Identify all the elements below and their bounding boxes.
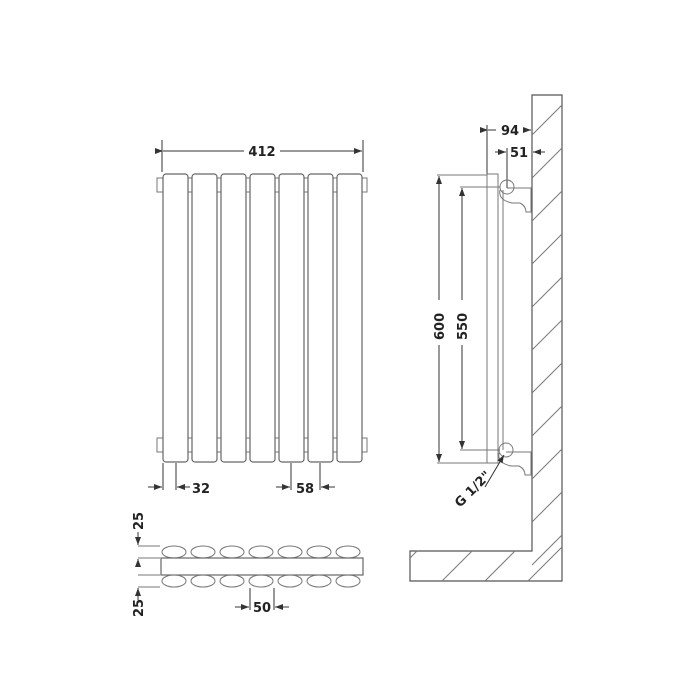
panel-pitch-label: 58 bbox=[296, 482, 314, 497]
bracket-projection-label: 51 bbox=[510, 146, 528, 161]
connection-label: G 1/2" bbox=[452, 469, 494, 511]
panel-width-label: 32 bbox=[192, 482, 210, 497]
centres-label: 550 bbox=[456, 313, 471, 340]
side-view: 94 51 600 550 G 1/2" bbox=[409, 94, 563, 582]
width-label: 412 bbox=[248, 145, 275, 160]
height-label: 600 bbox=[433, 313, 448, 340]
front-view: 412 32 58 bbox=[148, 140, 368, 497]
top-view: 25 25 50 bbox=[132, 512, 364, 617]
overall-projection-label: 94 bbox=[501, 124, 519, 139]
depth-front-label: 25 bbox=[132, 512, 147, 530]
pitch-label: 50 bbox=[253, 601, 271, 616]
depth-rear-label: 25 bbox=[132, 599, 147, 617]
